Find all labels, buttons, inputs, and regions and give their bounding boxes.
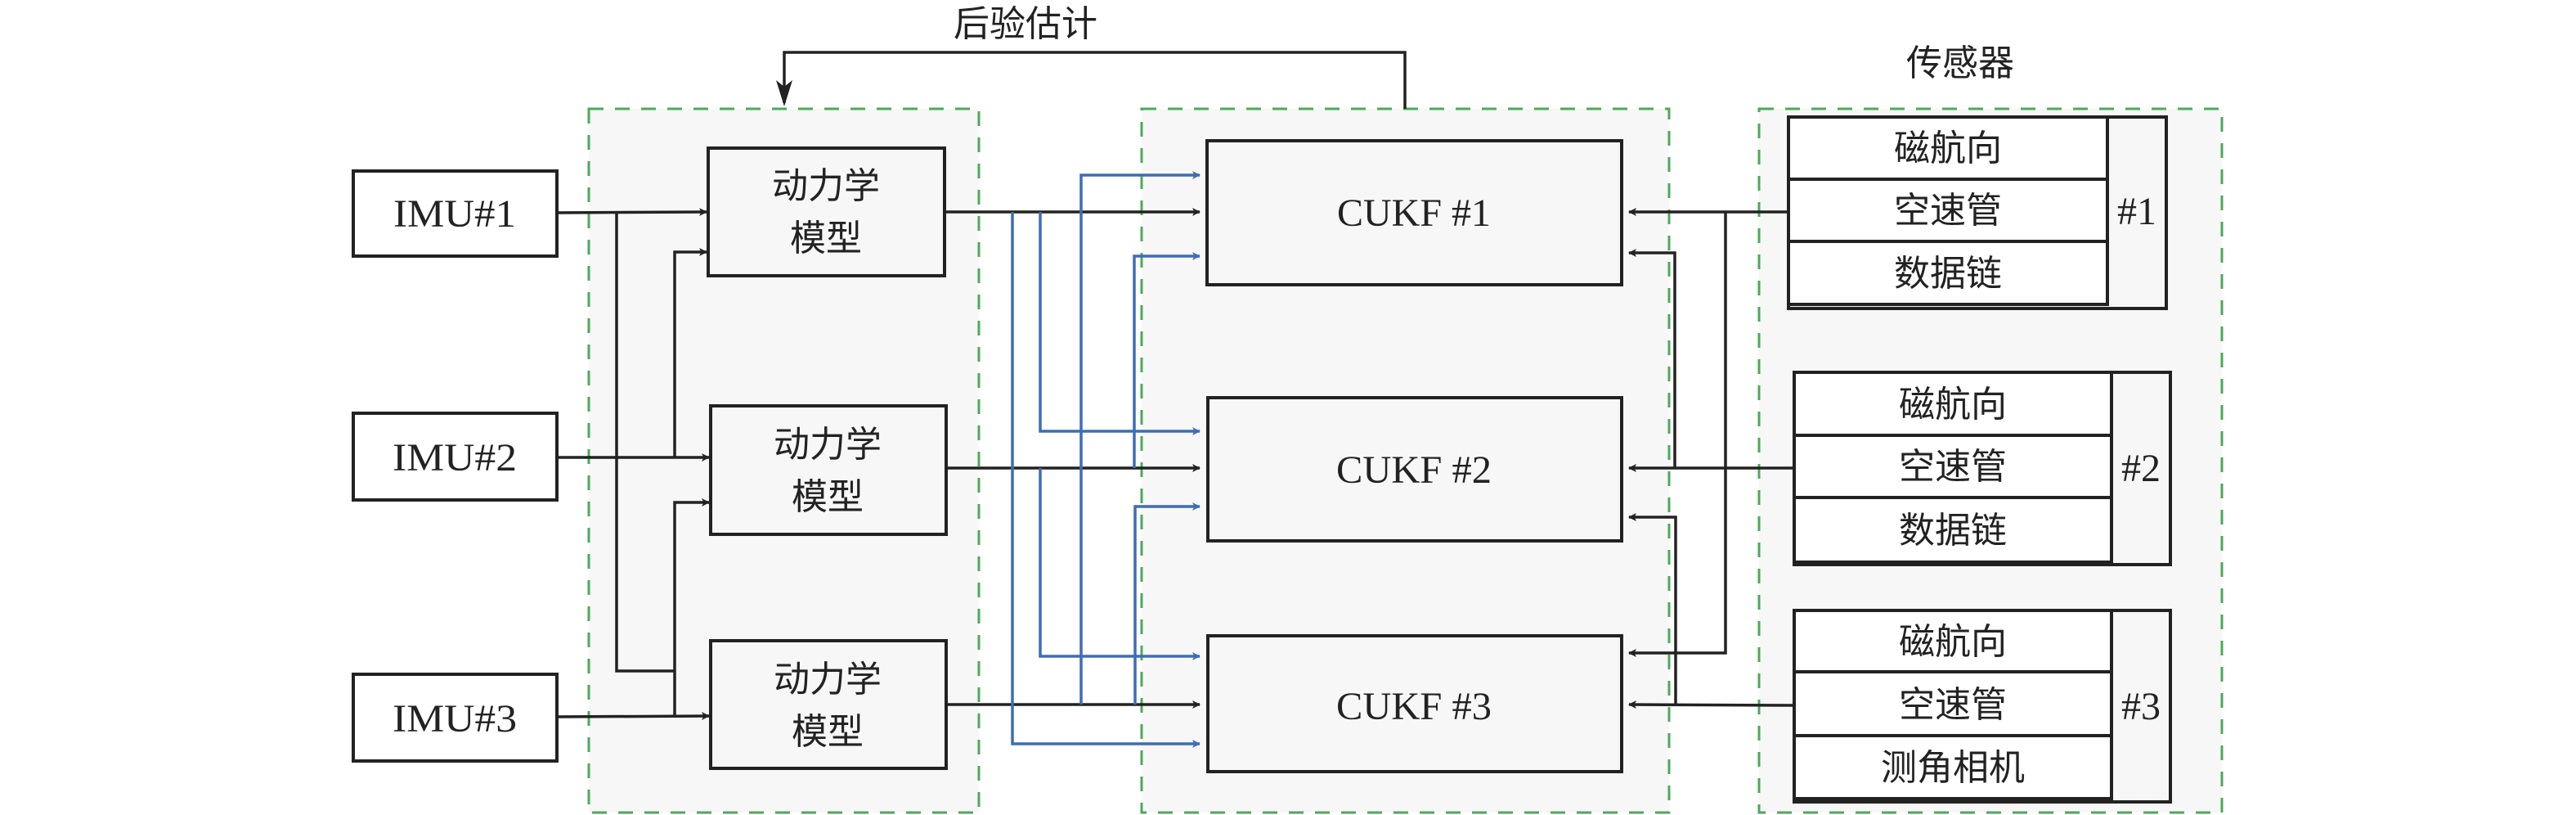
imu-1: IMU#1 — [352, 169, 559, 258]
sensor-item-label: 磁航向 — [1894, 128, 2002, 169]
sensor-set-2: 磁航向 空速管 数据链 #2 — [1793, 371, 2172, 566]
dynamics-label-line2: 模型 — [792, 711, 864, 753]
sensor-set-1: 磁航向 空速管 数据链 #1 — [1787, 115, 2168, 310]
feedback-loop: 后验估计 — [776, 3, 1407, 109]
feedback-label: 后验估计 — [954, 3, 1097, 45]
imu-3: IMU#3 — [352, 673, 559, 763]
sensor-item-cell — [1793, 434, 2113, 499]
model3-to-cukf2-blue-arrow — [1133, 502, 1200, 705]
cross-coupling-wiring — [1011, 171, 1200, 748]
imu-label: IMU#2 — [393, 436, 517, 480]
cukf-box — [1205, 139, 1623, 286]
imu-2: IMU#2 — [352, 412, 559, 502]
model-to-filter-wiring — [945, 208, 1200, 709]
imu-box — [352, 673, 559, 763]
sensor-item-label: 测角相机 — [1881, 747, 2025, 789]
sensor-item-cell — [1787, 178, 2109, 243]
dynamics-label-line2: 模型 — [792, 476, 864, 518]
sensor-item-cell — [1793, 734, 2113, 800]
dynamics-model-3: 动力学 模型 — [709, 639, 948, 770]
sensor-item-cell — [1793, 670, 2113, 737]
imu-box — [352, 169, 559, 258]
sensor1-to-cukf3-arrow — [1628, 212, 1727, 657]
imu3-to-model2-arrow — [673, 498, 710, 717]
sensor2-to-cukf1-arrow — [1628, 249, 1676, 468]
model2-to-cukf3-blue-arrow — [1039, 468, 1200, 660]
imu1-to-model1-arrow — [556, 208, 707, 217]
cukf-box — [1206, 396, 1623, 543]
imu3-to-model3-arrow — [556, 712, 710, 721]
sensor-item-label: 数据链 — [1899, 510, 2007, 552]
imu2-to-model1-arrow — [673, 248, 707, 457]
dynamics-label-line1: 动力学 — [774, 659, 882, 700]
sensor-item-label: 空速管 — [1899, 684, 2007, 726]
sensor-item-label: 数据链 — [1894, 253, 2002, 295]
sensor3-to-cukf2-arrow — [1628, 513, 1677, 705]
model1-to-cukf3-blue-arrow — [1011, 212, 1200, 748]
sensor-set-id: #3 — [2121, 685, 2161, 728]
dynamics-box — [707, 146, 946, 277]
imu-label: IMU#1 — [393, 192, 516, 236]
cukf-label: CUKF #2 — [1336, 448, 1492, 492]
dynamics-label-line1: 动力学 — [772, 165, 880, 207]
imu-box — [352, 412, 559, 502]
model2-to-cukf1-blue-arrow — [1133, 252, 1200, 468]
sensor-item-cell — [1793, 371, 2113, 437]
dynamics-model-1: 动力学 模型 — [707, 146, 946, 277]
sensor-item-label: 空速管 — [1899, 446, 2007, 488]
sensor-item-label: 磁航向 — [1899, 621, 2007, 663]
dynamics-label-line1: 动力学 — [774, 424, 882, 466]
sensor-set-3: 磁航向 空速管 测角相机 #3 — [1793, 609, 2172, 804]
imu-label: IMU#3 — [393, 697, 517, 741]
cukf-3: CUKF #3 — [1206, 634, 1623, 773]
feedback-line — [783, 51, 1407, 109]
sensor-item-cell — [1787, 240, 2109, 306]
cukf-1: CUKF #1 — [1205, 139, 1623, 286]
imu-wiring — [556, 208, 710, 721]
sensor-set-id: #2 — [2121, 447, 2161, 490]
dynamics-label-line2: 模型 — [790, 218, 862, 259]
sensor-to-filter-wiring — [1628, 208, 1795, 709]
sensor-item-label: 空速管 — [1894, 190, 2002, 232]
imu1-bus-line — [615, 213, 675, 673]
model3-to-cukf1-blue-arrow — [1079, 171, 1200, 705]
dynamics-model-2: 动力学 模型 — [709, 404, 948, 536]
cukf-box — [1206, 634, 1623, 773]
sensor-set-id: #1 — [2117, 190, 2156, 233]
cukf-2: CUKF #2 — [1206, 396, 1623, 543]
feedback-arrowhead-icon — [776, 80, 792, 106]
cukf-label: CUKF #3 — [1336, 685, 1492, 728]
cukf-label: CUKF #1 — [1337, 191, 1491, 235]
dynamics-box — [709, 404, 948, 536]
sensor-item-cell — [1793, 496, 2113, 564]
sensors-title: 传感器 — [1906, 43, 2014, 84]
sensor-item-label: 磁航向 — [1899, 384, 2007, 426]
model1-to-cukf2-blue-arrow — [1039, 212, 1200, 435]
